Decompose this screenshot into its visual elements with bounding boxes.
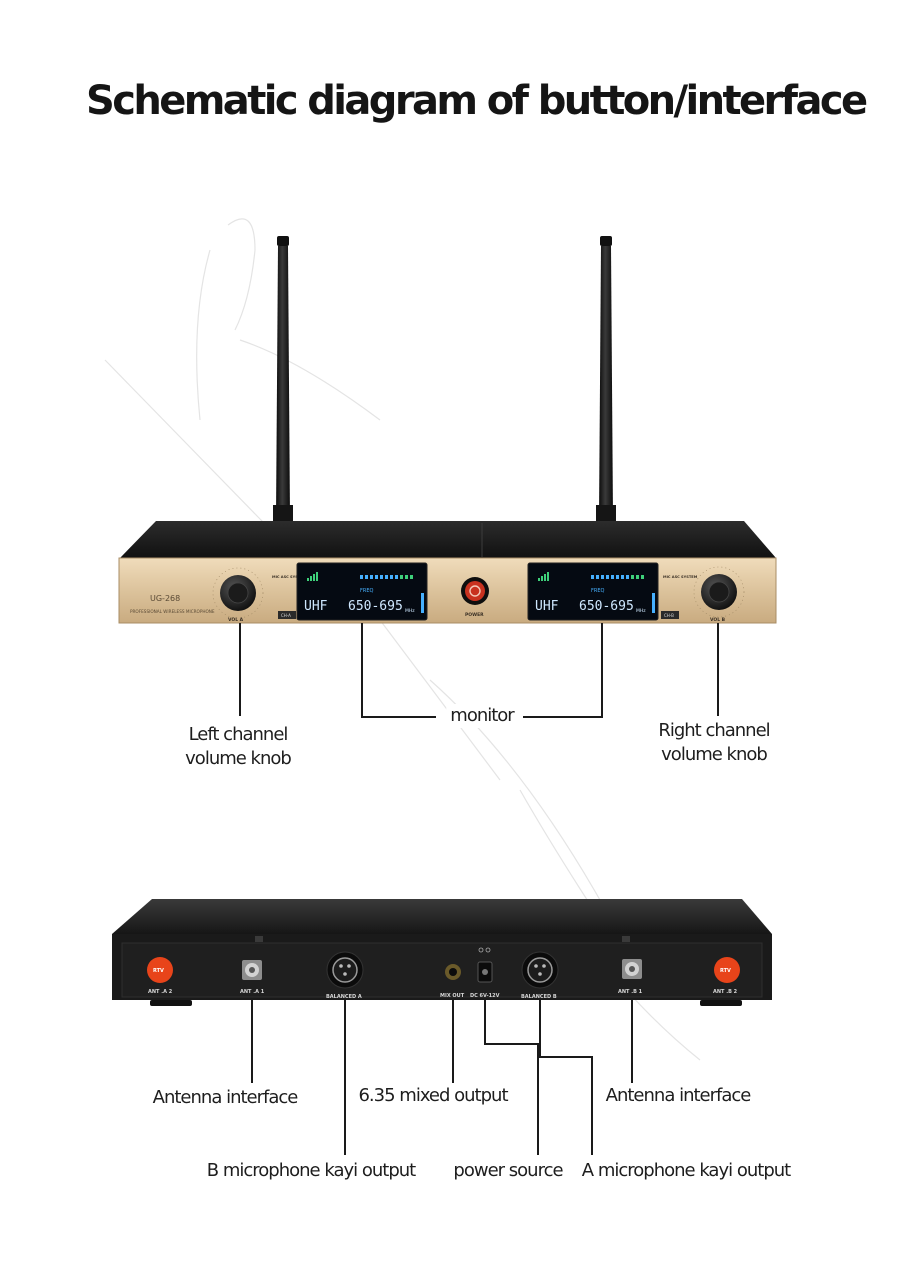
callout-left-knob: Left channel volume knob	[185, 723, 292, 771]
callout-a-mic-output: A microphone kayi output	[581, 1160, 791, 1181]
band-b: UHF	[535, 599, 559, 614]
port-label-mix-out: MIX OUT	[440, 993, 465, 999]
antenna-port-a1[interactable]	[242, 960, 262, 980]
front-leader-lines	[239, 623, 719, 718]
antenna-left	[273, 236, 293, 523]
port-label-dc-in: DC 6V-12V	[470, 993, 500, 999]
band-a: UHF	[304, 599, 328, 614]
port-label-ant-a1: ANT .A 1	[240, 989, 265, 995]
xlr-port-balanced-b[interactable]	[521, 951, 559, 989]
port-label-ant-b2: ANT .B 2	[713, 989, 738, 995]
callout-mixed-output: 6.35 mixed output	[358, 1085, 508, 1106]
port-label-balanced-b: BALANCED B	[521, 994, 557, 1000]
callout-right-knob: Right channel volume knob	[658, 719, 770, 767]
badge-right-text: RTV	[720, 968, 731, 974]
model-label: UG-268	[150, 594, 180, 603]
badge-right: RTV	[714, 957, 740, 983]
rear-leader-lines	[251, 1000, 633, 1155]
receiver-front-unit: UG-268 PROFESSIONAL WIRELESS MICROPHONE …	[118, 236, 777, 624]
power-label: POWER	[465, 612, 484, 618]
unit-a: MHz	[405, 608, 415, 614]
callout-power-source: power source	[453, 1160, 563, 1181]
antenna-right	[596, 236, 616, 523]
mix-out-jack[interactable]	[445, 964, 461, 980]
mic-asc-label-a: MIC ASC SYSTEM	[272, 575, 307, 579]
freq-label-a: FREQ	[360, 588, 374, 594]
mic-asc-label-b: MIC ASC SYSTEM	[663, 575, 698, 579]
freq-b: 650-695	[579, 599, 634, 614]
monitor-display-a: FREQ UHF 650-695 MHz	[296, 562, 428, 621]
port-label-balanced-a: BALANCED A	[326, 994, 362, 1000]
left-volume-knob[interactable]	[212, 567, 264, 619]
badge-left-text: RTV	[153, 968, 164, 974]
callout-b-mic-output: B microphone kayi output	[206, 1160, 416, 1181]
ch-a-tag: CH-A	[281, 613, 291, 618]
dc-power-jack[interactable]	[477, 947, 493, 983]
receiver-rear-unit: RTV RTV	[112, 899, 772, 1006]
callout-left-knob-line1: Left channel	[188, 724, 289, 745]
receiver-lid	[120, 521, 776, 558]
antenna-port-b1[interactable]	[622, 959, 642, 979]
badge-left: RTV	[147, 957, 173, 983]
freq-a: 650-695	[348, 599, 403, 614]
monitor-display-b: FREQ UHF 650-695 MHz	[527, 562, 659, 621]
callout-right-knob-line1: Right channel	[658, 720, 770, 741]
power-button[interactable]	[461, 577, 489, 605]
callout-left-knob-line2: volume knob	[185, 748, 292, 769]
ch-b-tag: CH-B	[664, 613, 674, 618]
callout-monitor: monitor	[446, 704, 518, 728]
xlr-port-balanced-a[interactable]	[326, 951, 364, 989]
callout-antenna-right: Antenna interface	[605, 1085, 752, 1106]
page-title: Schematic diagram of button/interface	[86, 78, 868, 124]
callout-right-knob-line2: volume knob	[661, 744, 768, 765]
vol-a-label: VOL A	[228, 617, 244, 623]
callout-antenna-left: Antenna interface	[152, 1087, 299, 1108]
port-label-ant-a2: ANT .A 2	[148, 989, 173, 995]
port-label-ant-b1: ANT .B 1	[618, 989, 643, 995]
unit-b: MHz	[636, 608, 646, 614]
model-subtitle: PROFESSIONAL WIRELESS MICROPHONE	[130, 609, 215, 614]
right-volume-knob[interactable]	[693, 566, 745, 618]
vol-b-label: VOL B	[710, 617, 726, 623]
freq-label-b: FREQ	[591, 588, 605, 594]
